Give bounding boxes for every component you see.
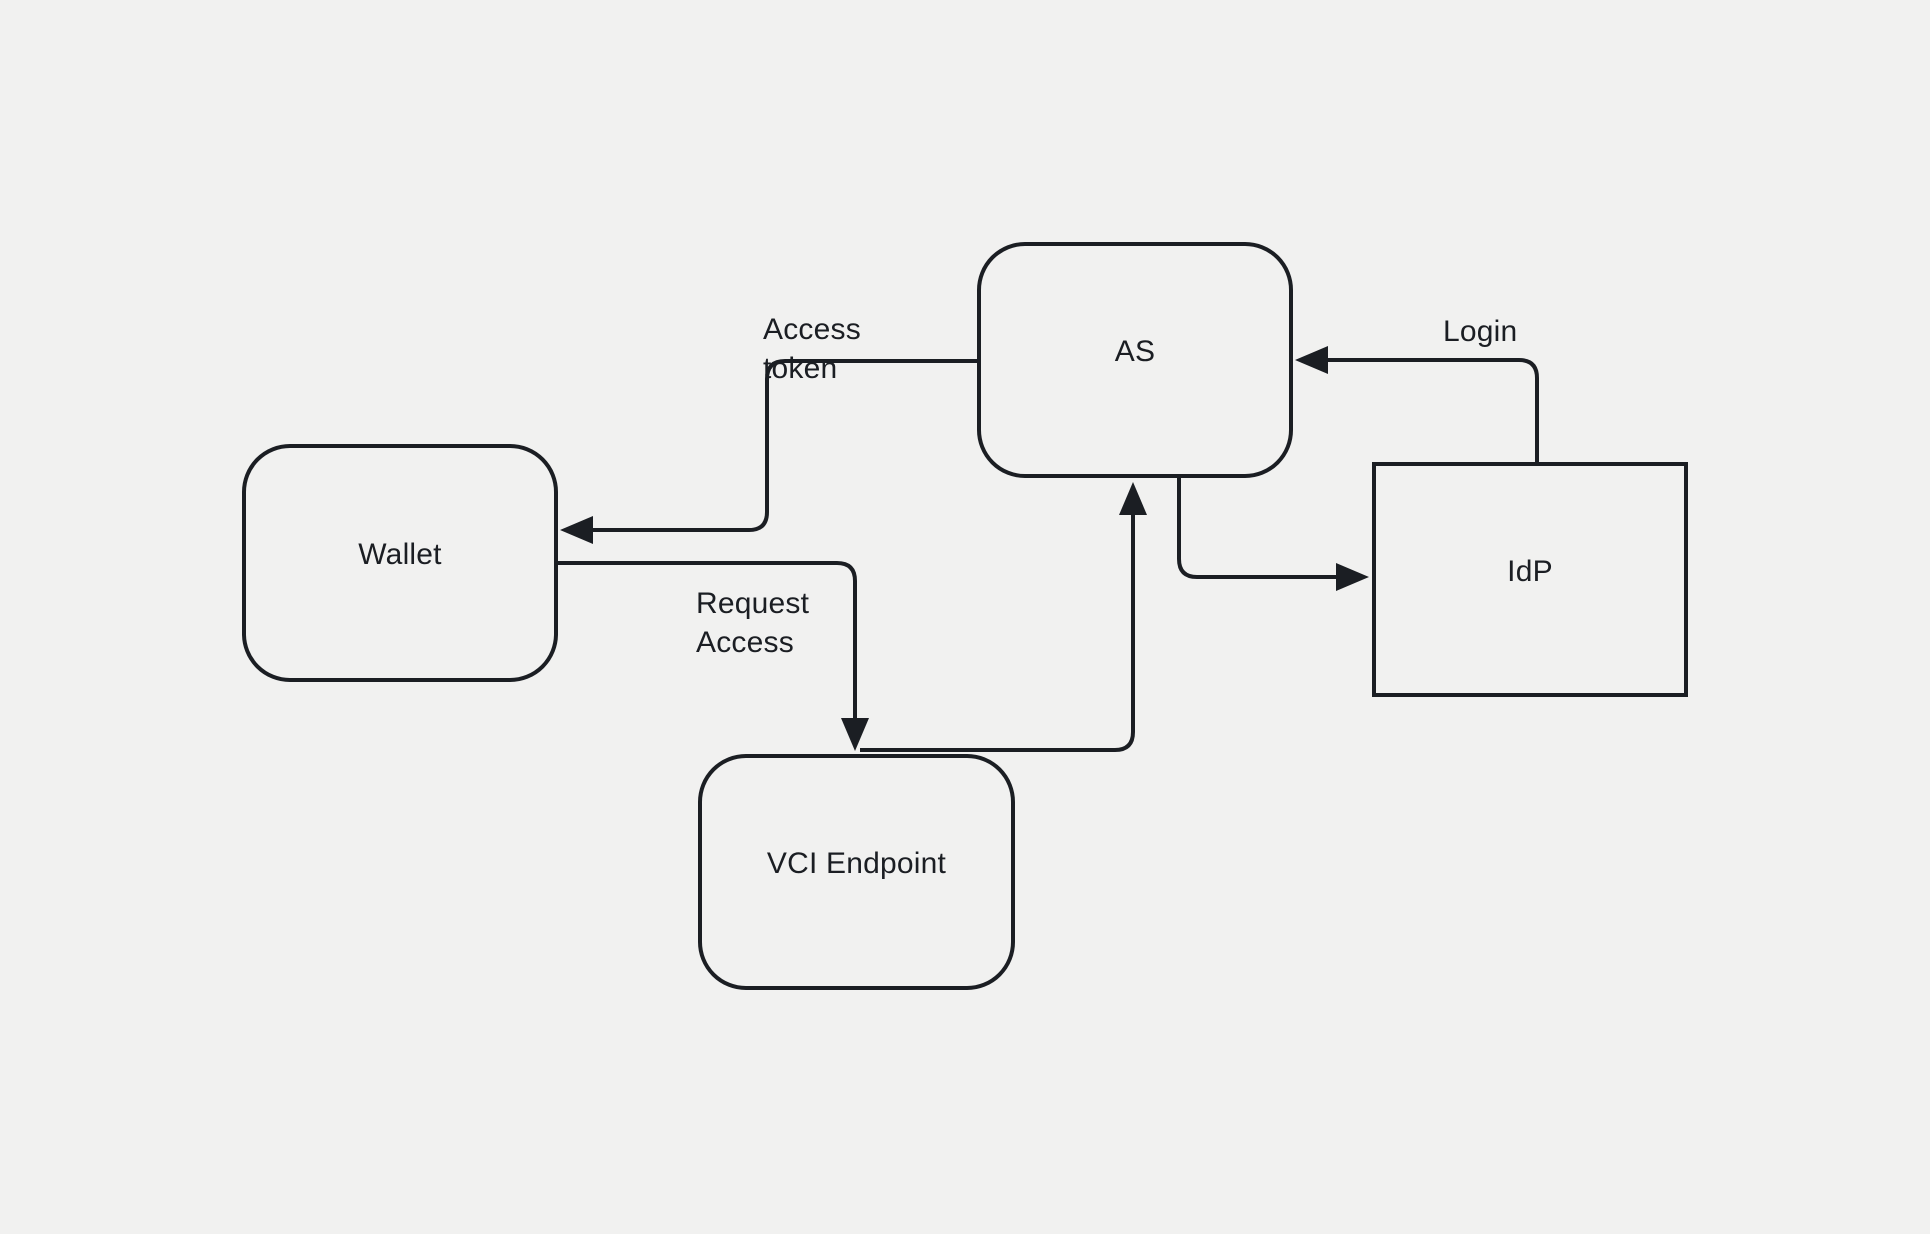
node-wallet: Wallet [242, 444, 558, 682]
edge-access-token-arrowhead-icon [560, 516, 593, 544]
edge-label-login: Login [1443, 315, 1518, 348]
edge-as-to-idp-arrowhead-icon [1336, 563, 1369, 591]
edge-label-request-access: Request Access [696, 587, 810, 659]
node-as-label: AS [1114, 335, 1156, 368]
edge-as-to-idp-line [1177, 478, 1337, 579]
node-vci-endpoint: VCI Endpoint [698, 754, 1015, 990]
edge-request-access-arrowhead-icon [841, 718, 869, 751]
node-idp: IdP [1372, 462, 1688, 697]
edge-vci-to-as-line [860, 514, 1135, 752]
edge-vci-to-as-arrowhead-icon [1119, 482, 1147, 515]
edge-label-access-token: Access token [763, 313, 861, 385]
edge-login-arrowhead-icon [1295, 346, 1328, 374]
node-vci-endpoint-label: VCI Endpoint [766, 847, 947, 880]
edge-login-line [1308, 358, 1539, 462]
node-as: AS [977, 242, 1293, 478]
node-idp-label: IdP [1507, 554, 1553, 588]
node-wallet-label: Wallet [358, 538, 442, 571]
